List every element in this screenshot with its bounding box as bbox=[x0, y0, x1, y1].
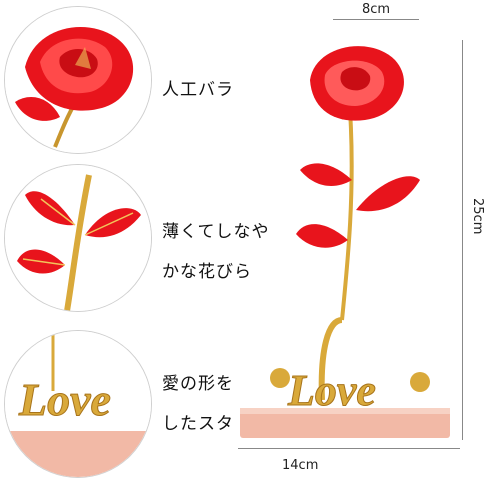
love-base-closeup-image: Love bbox=[5, 331, 151, 477]
love-stand-text: Love bbox=[287, 366, 376, 415]
leaf bbox=[356, 176, 420, 212]
leaves-closeup-image bbox=[5, 165, 151, 311]
rose-head-closeup-image bbox=[5, 7, 151, 153]
caption-base-2: したスタ bbox=[162, 414, 234, 434]
dimension-top-line bbox=[333, 19, 419, 20]
dimension-bottom-line bbox=[238, 448, 460, 449]
rose-head bbox=[310, 46, 404, 121]
caption-petals-1: 薄くてしなや bbox=[162, 222, 270, 242]
caption-base-1: 愛の形を bbox=[162, 374, 234, 394]
leaf bbox=[300, 163, 352, 186]
leaf bbox=[296, 224, 348, 248]
closeup-leaves bbox=[4, 164, 152, 312]
main-product-image: Love bbox=[230, 20, 470, 460]
closeup-rose-head bbox=[4, 6, 152, 154]
dimension-height-label: 25cm bbox=[470, 198, 485, 235]
dimension-top-label: 8cm bbox=[362, 2, 391, 17]
dimension-height-line bbox=[462, 40, 463, 440]
closeup-love-base: Love bbox=[4, 330, 152, 478]
love-closeup-text: Love bbox=[18, 374, 111, 425]
dimension-bottom-label: 14cm bbox=[282, 458, 319, 473]
glass-base bbox=[240, 408, 450, 438]
caption-rose: 人工バラ bbox=[162, 80, 234, 100]
caption-petals-2: かな花びら bbox=[162, 262, 252, 282]
